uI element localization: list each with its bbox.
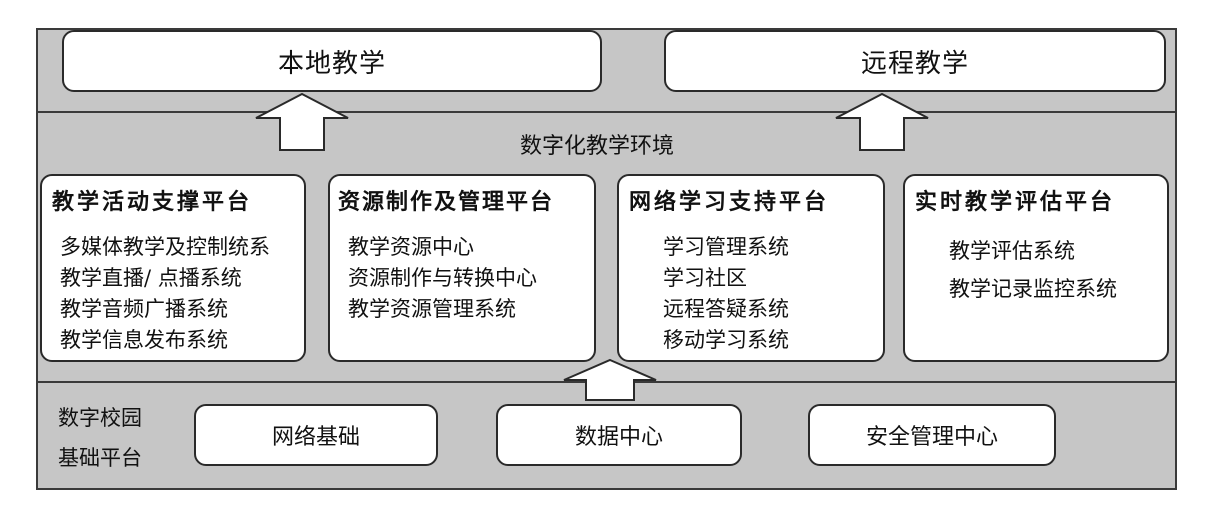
list-item: 教学音频广播系统 — [60, 297, 228, 321]
security-management-label: 安全管理中心 — [865, 425, 998, 450]
list-item: 学习社区 — [663, 266, 747, 290]
remote-teaching-box: 远程教学 — [664, 30, 1166, 92]
platform-title: 资源制作及管理平台 — [338, 190, 555, 215]
network-foundation-box: 网络基础 — [194, 404, 438, 466]
data-center-label: 数据中心 — [574, 425, 663, 450]
up-arrow-base — [563, 358, 657, 401]
base-label-line1: 数字校园 — [58, 406, 142, 430]
platform-realtime-evaluation: 实时教学评估平台 教学评估系统 教学记录监控系统 — [903, 174, 1169, 362]
list-item: 教学记录监控系统 — [949, 277, 1117, 301]
list-item: 多媒体教学及控制统系 — [60, 235, 270, 259]
security-management-box: 安全管理中心 — [808, 404, 1056, 466]
list-item: 远程答疑系统 — [663, 297, 789, 321]
top-band-divider — [36, 111, 1177, 113]
base-label-line2: 基础平台 — [58, 446, 142, 470]
list-item: 资源制作与转换中心 — [348, 266, 537, 290]
list-item: 教学资源管理系统 — [348, 297, 516, 321]
platform-network-learning: 网络学习支持平台 学习管理系统 学习社区 远程答疑系统 移动学习系统 — [617, 174, 885, 362]
network-foundation-label: 网络基础 — [271, 425, 360, 450]
platform-teaching-activity: 教学活动支撑平台 多媒体教学及控制统系 教学直播/ 点播系统 教学音频广播系统 … — [40, 174, 306, 362]
up-arrow-remote — [835, 92, 929, 151]
data-center-box: 数据中心 — [496, 404, 742, 466]
list-item: 教学资源中心 — [348, 235, 474, 259]
platform-title: 网络学习支持平台 — [629, 190, 830, 215]
platform-resource-management: 资源制作及管理平台 教学资源中心 资源制作与转换中心 教学资源管理系统 — [328, 174, 596, 362]
list-item: 学习管理系统 — [663, 235, 789, 259]
list-item: 教学信息发布系统 — [60, 328, 228, 352]
environment-label: 数字化教学环境 — [520, 134, 675, 159]
list-item: 教学直播/ 点播系统 — [60, 266, 242, 290]
local-teaching-box: 本地教学 — [62, 30, 602, 92]
list-item: 移动学习系统 — [663, 328, 789, 352]
list-item: 教学评估系统 — [949, 239, 1075, 263]
up-arrow-local — [255, 92, 349, 151]
platform-title: 实时教学评估平台 — [915, 190, 1116, 215]
local-teaching-label: 本地教学 — [277, 48, 386, 79]
platform-title: 教学活动支撑平台 — [52, 190, 253, 215]
remote-teaching-label: 远程教学 — [860, 48, 969, 79]
